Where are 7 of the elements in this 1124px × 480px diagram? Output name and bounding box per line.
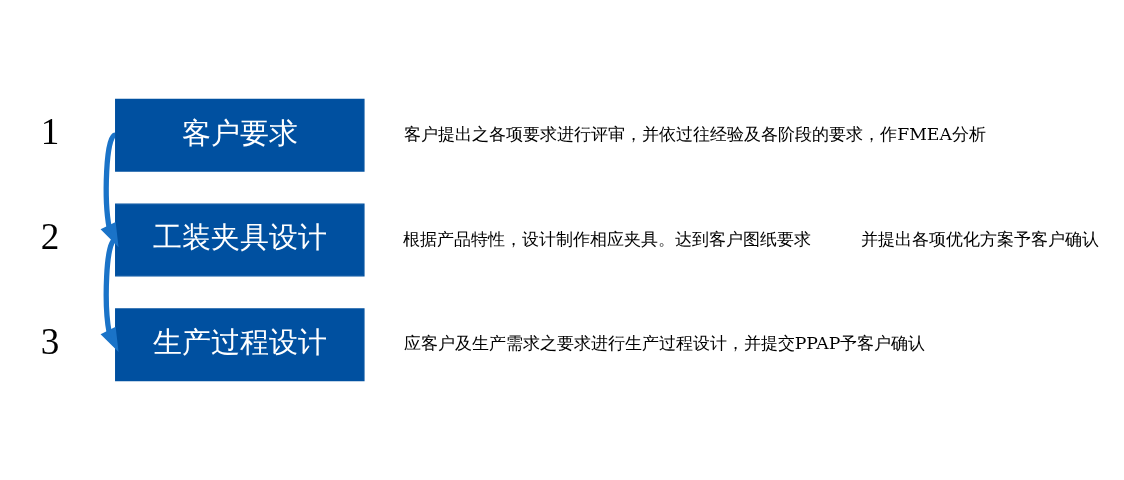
node-label: 应客户及生产需求之要求进行生产过程设计，并提交PPAP予客户确认 [403, 333, 926, 354]
node-label: 2 [40, 216, 60, 258]
node-label: 客户提出之各项要求进行评审，并依过往经验及各阶段的要求，作FMEA分析 [404, 123, 986, 144]
node-label: 根据产品特性，设计制作相应夹具。达到客户图纸要求 [403, 228, 812, 249]
node-label: 并提出各项优化方案予客户确认 [861, 228, 1100, 249]
node-label: 1 [40, 111, 60, 153]
node-label: 3 [40, 321, 60, 363]
